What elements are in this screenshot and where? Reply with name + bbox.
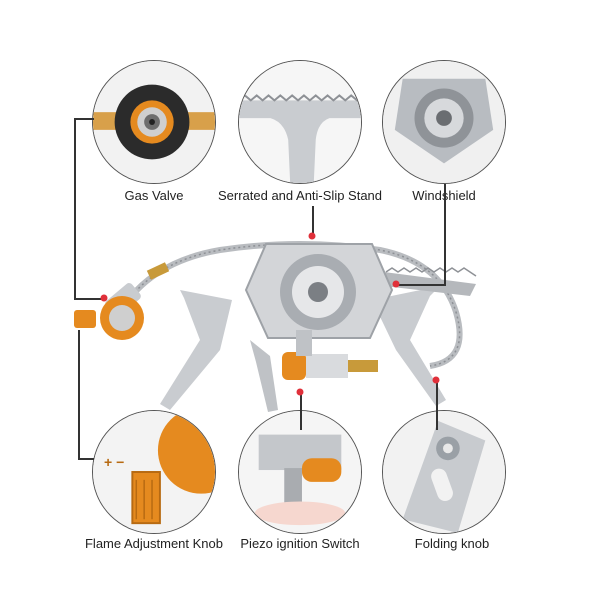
callout-dot-gas-valve	[100, 294, 108, 302]
callout-dot-piezo	[296, 388, 304, 396]
leader-folding-knob	[436, 380, 438, 430]
leader-flame-knob	[78, 330, 80, 458]
caption-piezo-switch: Piezo ignition Switch	[240, 536, 360, 551]
leader-windshield	[444, 184, 446, 284]
leader-serrated-stand	[312, 206, 314, 234]
leader-gas-valve-h2	[74, 298, 104, 300]
flame-knob-detail	[92, 410, 216, 534]
callout-dot-windshield	[392, 280, 400, 288]
leader-gas-valve-h	[74, 118, 94, 120]
caption-flame-knob: Flame Adjustment Knob	[84, 536, 224, 551]
gas-valve-detail	[92, 60, 216, 184]
leader-piezo	[300, 392, 302, 430]
leader-flame-knob-h	[78, 458, 94, 460]
leader-windshield-h	[396, 284, 446, 286]
caption-serrated-stand: Serrated and Anti-Slip Stand	[217, 188, 383, 203]
folding-knob-detail	[382, 410, 506, 534]
serrated-stand-detail	[238, 60, 362, 184]
piezo-switch-detail	[238, 410, 362, 534]
knob-markings: + −	[104, 454, 125, 470]
callout-dot-stand	[308, 232, 316, 240]
caption-gas-valve: Gas Valve	[124, 188, 184, 203]
leader-gas-valve	[74, 118, 76, 298]
callout-dot-folding	[432, 376, 440, 384]
windshield-detail	[382, 60, 506, 184]
caption-folding-knob: Folding knob	[414, 536, 490, 551]
